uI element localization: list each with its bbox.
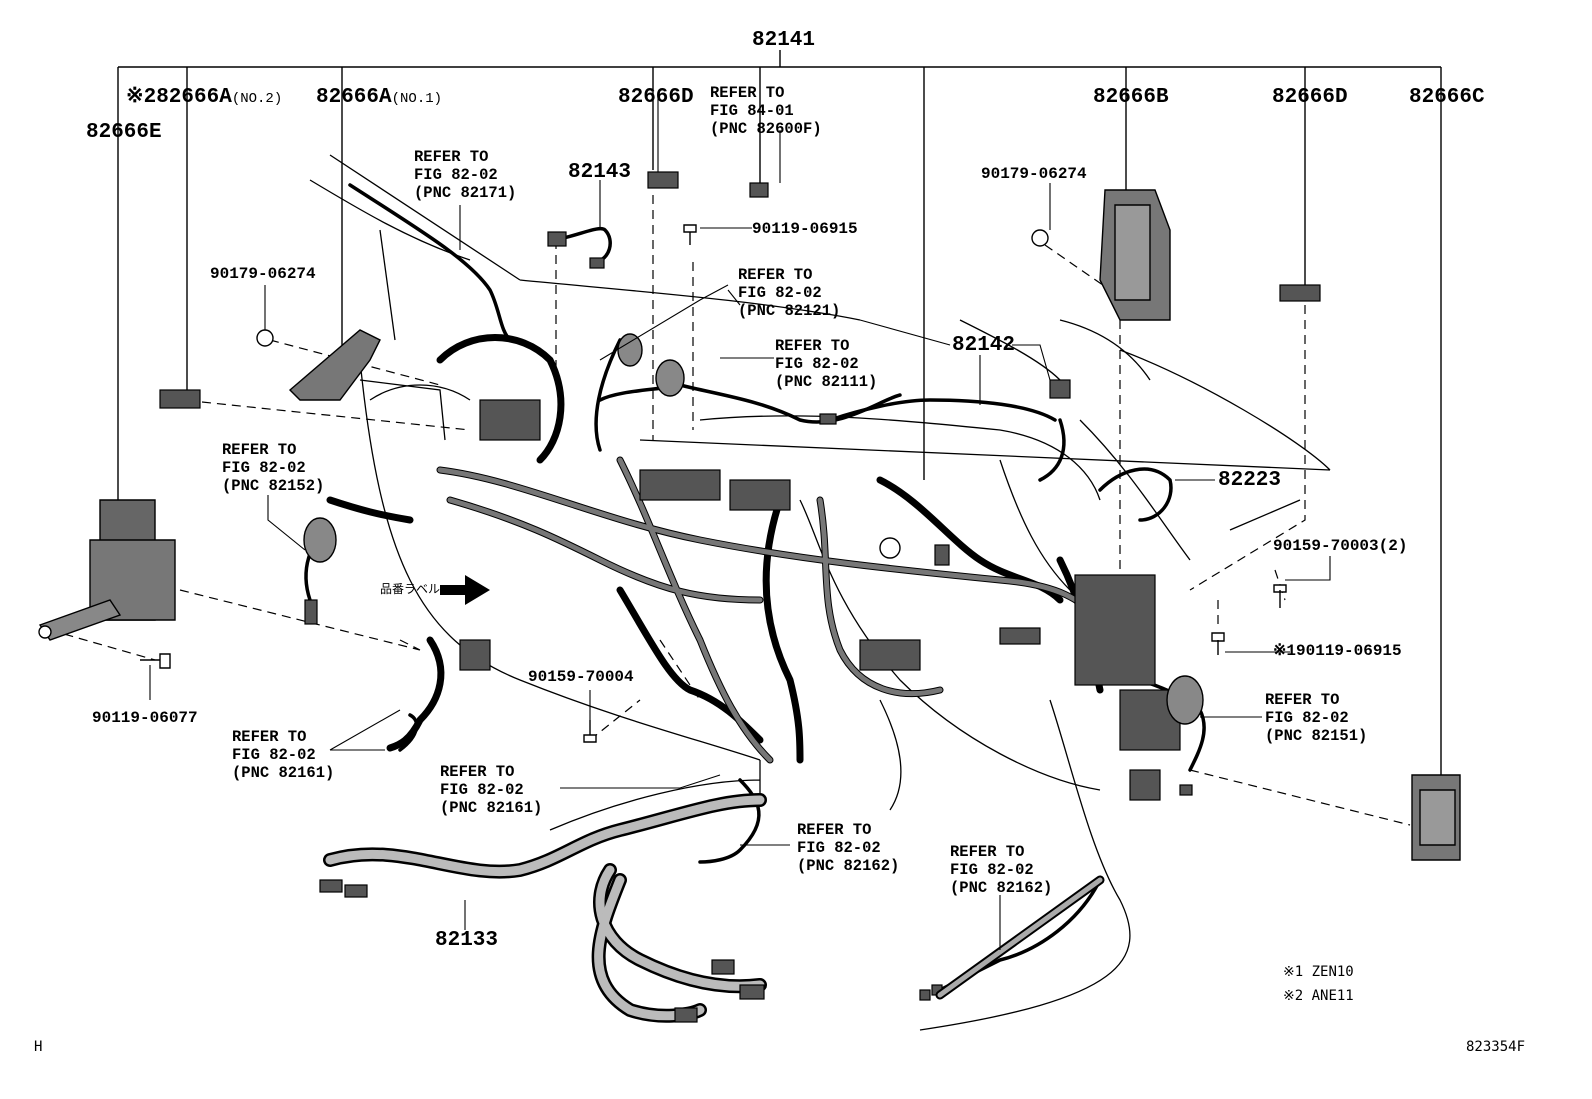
part-number-82666E: 82666E: [86, 121, 162, 144]
reference-pnc-82121: REFER TO FIG 82-02 (PNC 82121): [738, 266, 841, 320]
reference-fig-84-01: REFER TO FIG 84-01 (PNC 82600F): [710, 84, 822, 138]
fastener-90119-06915-right: ※190119-06915: [1273, 642, 1402, 660]
reference-pnc-82161-left: REFER TO FIG 82-02 (PNC 82161): [232, 728, 335, 782]
fastener-90179-06274-left: 90179-06274: [210, 265, 316, 283]
fastener-90159-70004: 90159-70004: [528, 668, 634, 686]
part-number-82142: 82142: [952, 334, 1016, 357]
figure-number: 823354F: [1466, 1039, 1526, 1055]
part-number-82141: 82141: [752, 29, 816, 52]
legend-note-2: ※2 ANE11: [1283, 988, 1354, 1004]
reference-pnc-82161-center: REFER TO FIG 82-02 (PNC 82161): [440, 763, 543, 817]
part-number-82666A-no2: ※282666A(NO.2): [126, 87, 282, 108]
reference-pnc-82152: REFER TO FIG 82-02 (PNC 82152): [222, 441, 325, 495]
part-number-82666A-no1: 82666A(NO.1): [316, 87, 442, 108]
reference-pnc-82162-center: REFER TO FIG 82-02 (PNC 82162): [797, 821, 900, 875]
part-82666A-no1-suffix: (NO.1): [391, 91, 443, 107]
legend-note-1: ※1 ZEN10: [1283, 964, 1354, 980]
part-number-82666C: 82666C: [1409, 86, 1485, 109]
part-number-82666B: 82666B: [1093, 86, 1169, 109]
part-82666A-no2-suffix: (NO.2): [231, 91, 283, 107]
part-number-82133: 82133: [435, 929, 499, 952]
fastener-90119-06077: 90119-06077: [92, 709, 198, 727]
reference-pnc-82171: REFER TO FIG 82-02 (PNC 82171): [414, 148, 517, 202]
fastener-90179-06274-right: 90179-06274: [981, 165, 1087, 183]
corner-letter: H: [34, 1039, 43, 1055]
fastener-90119-06915-top: 90119-06915: [752, 220, 858, 238]
part-82666A-no2-label: ※282666A: [126, 86, 232, 109]
part-82666A-no1-label: 82666A: [316, 86, 392, 109]
part-number-82666D-right: 82666D: [1272, 86, 1348, 109]
reference-pnc-82151: REFER TO FIG 82-02 (PNC 82151): [1265, 691, 1368, 745]
part-number-82223: 82223: [1218, 469, 1282, 492]
fastener-90159-70003: 90159-70003(2): [1273, 537, 1408, 555]
part-number-82666D-left: 82666D: [618, 86, 694, 109]
part-number-label-tag: 品番ラベル: [380, 582, 441, 596]
reference-pnc-82162-right: REFER TO FIG 82-02 (PNC 82162): [950, 843, 1053, 897]
reference-pnc-82111: REFER TO FIG 82-02 (PNC 82111): [775, 337, 878, 391]
part-number-82143: 82143: [568, 161, 632, 184]
